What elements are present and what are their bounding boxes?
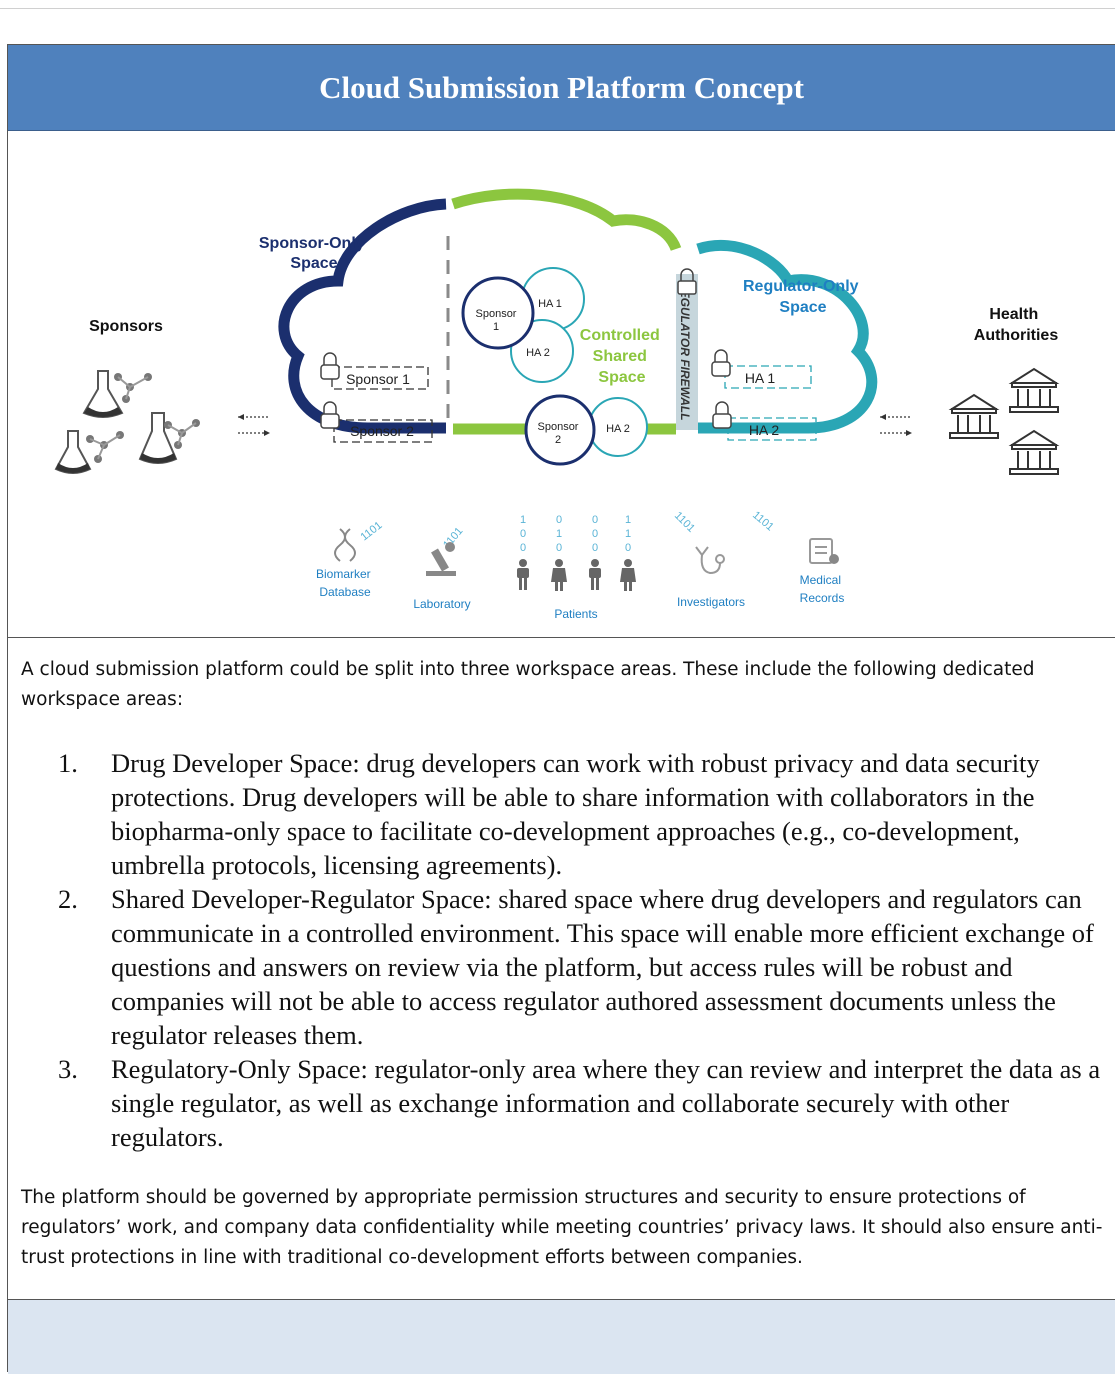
svg-text:HA 2: HA 2 — [749, 422, 780, 438]
svg-text:0: 0 — [520, 528, 526, 540]
svg-text:Sponsor 2: Sponsor 2 — [350, 423, 414, 439]
svg-text:0: 0 — [556, 514, 562, 526]
patients-binary-columns: 1 0 0 0 1 0 0 0 0 1 1 0 — [520, 514, 631, 554]
regulator-cloud-outline — [696, 239, 878, 434]
sponsor-box-2-lock-icon — [320, 401, 340, 429]
regulator-exchange-arrows — [880, 414, 912, 436]
svg-text:0: 0 — [592, 528, 598, 540]
svg-text:0: 0 — [520, 542, 526, 554]
list-item-text: Regulatory-Only Space: regulator-only ar… — [111, 1054, 1101, 1152]
panel-header: Cloud Submission Platform Concept — [8, 45, 1115, 131]
svg-text:Sponsor: Sponsor — [476, 308, 517, 320]
shared-circle-ha2b: HA 2 — [588, 397, 648, 457]
panel-title: Cloud Submission Platform Concept — [319, 69, 804, 105]
svg-text:1: 1 — [520, 514, 526, 526]
description-area: A cloud submission platform could be spl… — [8, 638, 1115, 1299]
svg-text:1: 1 — [556, 528, 562, 540]
list-item: 3.Regulatory-Only Space: regulator-only … — [58, 1052, 1108, 1154]
ha-box-2-lock-icon — [712, 401, 732, 429]
microscope-icon — [426, 542, 456, 576]
controlled-shared-space-title: Controlled Shared Space — [580, 327, 664, 386]
medical-records-label: Medical Records — [800, 573, 845, 605]
medical-record-icon — [809, 538, 839, 564]
regulator-only-space-title: Regulator-Only Space — [743, 278, 863, 316]
sponsors-label: Sponsors — [89, 318, 163, 335]
flask-molecule-icon-2 — [54, 430, 124, 474]
svg-text:0: 0 — [625, 542, 631, 554]
government-building-icon-1 — [1008, 367, 1060, 413]
investigators-label: Investigators — [677, 595, 745, 609]
svg-text:1: 1 — [625, 528, 631, 540]
regulator-firewall-bar — [676, 274, 698, 430]
health-authorities-label: Health Authorities — [974, 306, 1059, 344]
sponsor-cloud-outline — [278, 198, 447, 434]
svg-text:0: 0 — [556, 542, 562, 554]
stethoscope-icon — [695, 546, 725, 575]
cloud-diagram-svg: REGULATOR FIREWALL Sponsor-Only Space Re… — [54, 188, 1060, 621]
laboratory-label: Laboratory — [413, 597, 470, 611]
svg-text:HA 1: HA 1 — [538, 298, 562, 310]
shared-circle-sponsor1: Sponsor 1 — [461, 276, 535, 350]
intro-paragraph: A cloud submission platform could be spl… — [21, 659, 1035, 710]
patient-person-icons — [517, 559, 636, 591]
flask-molecule-icon-1 — [82, 370, 152, 418]
government-building-icon-2 — [948, 393, 1000, 439]
sponsor-box-1-lock-icon — [320, 352, 340, 380]
list-item: 1.Drug Developer Space: drug developers … — [58, 746, 1108, 882]
shared-circle-sponsor2: Sponsor 2 — [524, 394, 596, 466]
svg-text:1: 1 — [493, 321, 499, 333]
sponsor-box-2: Sponsor 2 — [333, 419, 433, 443]
ha-box-2: HA 2 — [727, 417, 817, 441]
biomarker-database-label: Biomarker Database — [316, 567, 374, 599]
binary-stream-1: 1101 — [358, 519, 384, 543]
government-building-icon-3 — [1008, 429, 1060, 475]
list-item: 2.Shared Developer-Regulator Space: shar… — [58, 882, 1108, 1052]
firewall-lock-icon — [677, 268, 697, 295]
svg-text:HA 2: HA 2 — [606, 423, 630, 435]
list-item-text: Drug Developer Space: drug developers ca… — [111, 748, 1040, 880]
patients-label: Patients — [554, 607, 597, 621]
ha-box-1: HA 1 — [724, 365, 812, 389]
sponsor-box-1: Sponsor 1 — [331, 366, 429, 390]
svg-text:HA 2: HA 2 — [526, 347, 550, 359]
top-divider — [0, 8, 1115, 9]
dna-icon — [334, 528, 356, 562]
binary-stream-4: 1101 — [750, 509, 776, 533]
sponsor-exchange-arrows — [238, 414, 270, 436]
workspace-list: 1.Drug Developer Space: drug developers … — [58, 746, 1108, 1154]
concept-panel: Cloud Submission Platform Concept REGULA… — [7, 44, 1115, 1374]
regulator-firewall-label: REGULATOR FIREWALL — [678, 281, 692, 421]
svg-text:Sponsor 1: Sponsor 1 — [346, 371, 410, 387]
footer-band — [8, 1299, 1115, 1374]
svg-text:0: 0 — [592, 514, 598, 526]
cloud-diagram: REGULATOR FIREWALL Sponsor-Only Space Re… — [8, 131, 1115, 638]
binary-stream-3: 1101 — [672, 510, 697, 535]
sponsor-only-space-title: Sponsor-Only Space — [259, 235, 369, 272]
svg-text:Sponsor: Sponsor — [538, 421, 579, 433]
flask-molecule-icon-3 — [138, 412, 200, 464]
svg-text:1: 1 — [625, 514, 631, 526]
svg-text:2: 2 — [555, 434, 561, 446]
shared-cloud-outline — [451, 188, 682, 252]
svg-text:0: 0 — [592, 542, 598, 554]
closing-paragraph: The platform should be governed by appro… — [21, 1187, 1103, 1268]
ha-box-1-lock-icon — [711, 349, 731, 377]
svg-text:HA 1: HA 1 — [745, 370, 776, 386]
list-item-text: Shared Developer-Regulator Space: shared… — [111, 884, 1094, 1050]
